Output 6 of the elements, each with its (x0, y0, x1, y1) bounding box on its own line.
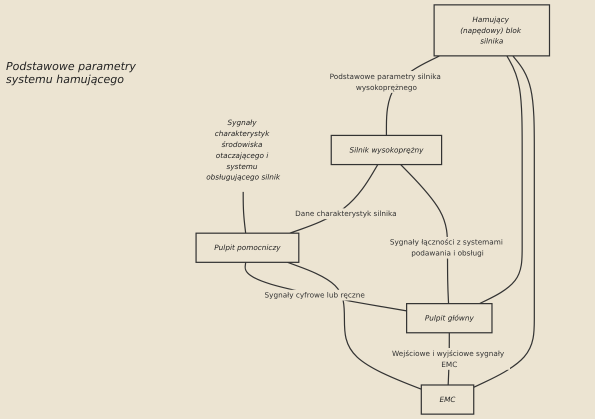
connector (473, 55, 535, 388)
connector (479, 56, 523, 304)
connector (242, 192, 246, 234)
note-text: Podstawowe parametry systemu hamującego (6, 60, 136, 86)
connector (244, 262, 407, 312)
connector (287, 262, 422, 390)
